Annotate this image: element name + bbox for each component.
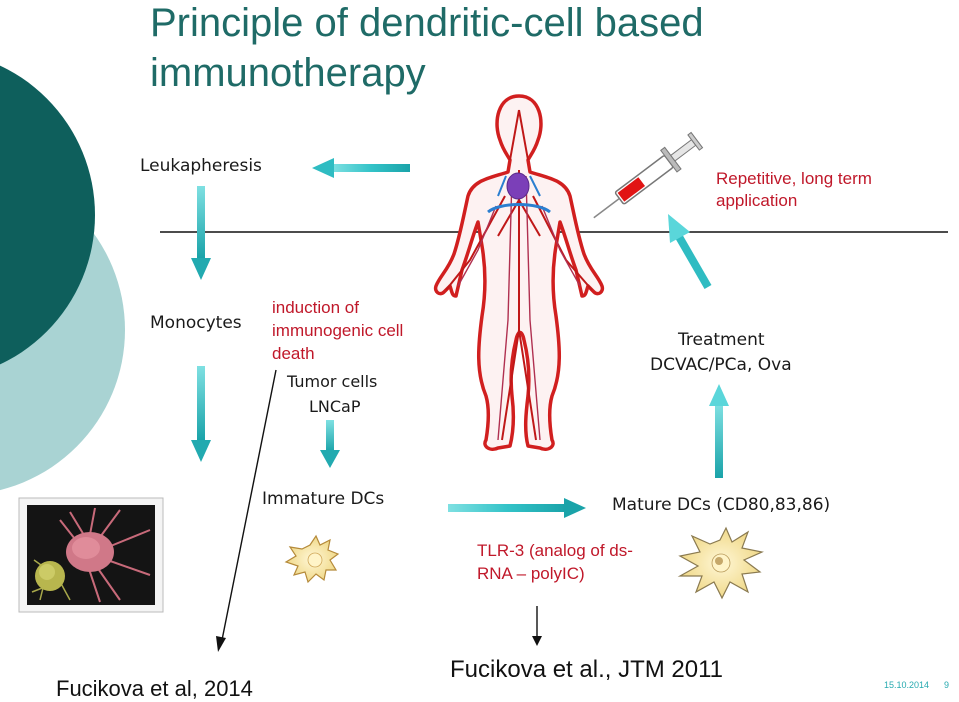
citation-left: Fucikova et al, 2014 xyxy=(56,676,253,701)
syringe-icon xyxy=(593,131,704,219)
arrow-leukapheresis-to-monocytes xyxy=(191,186,211,280)
arrow-immature-to-mature xyxy=(448,498,586,518)
arrow-to-citation-right xyxy=(532,606,542,646)
footer-date: 15.10.2014 xyxy=(884,680,930,690)
label-monocytes: Monocytes xyxy=(150,313,242,333)
arrow-to-leukapheresis xyxy=(312,158,410,178)
dendritic-cell-micrograph xyxy=(18,497,164,613)
label-leukapheresis: Leukapheresis xyxy=(140,156,262,176)
arrow-diagonal-to-syringe xyxy=(668,214,712,289)
citation-right: Fucikova et al., JTM 2011 xyxy=(450,656,723,683)
label-treatment: Treatment xyxy=(678,330,765,350)
human-circulatory-system-icon xyxy=(433,94,605,452)
arrow-to-citation-left xyxy=(216,369,277,652)
label-repetitive-application: Repetitive, long term application xyxy=(716,169,872,210)
label-tlr3: TLR-3 (analog of ds-RNA – polyIC) xyxy=(477,541,633,583)
arrow-mature-to-treatment xyxy=(709,384,729,478)
label-induction-cell-death: induction of immunogenic cell death xyxy=(272,298,404,363)
label-lncap: LNCaP xyxy=(309,397,361,416)
decorative-circles xyxy=(0,65,125,491)
footer-page-number: 9 xyxy=(944,680,950,690)
label-tumor-cells: Tumor cells xyxy=(287,372,378,391)
label-immature-dcs: Immature DCs xyxy=(262,489,385,509)
label-mature-dcs: Mature DCs (CD80,83,86) xyxy=(612,495,831,515)
page-title: Principle of dendritic-cell based immuno… xyxy=(150,1,704,95)
arrow-monocytes-to-immature xyxy=(191,366,211,462)
arrow-lncap-to-immature xyxy=(320,420,340,468)
mature-dendritic-cell-icon xyxy=(677,526,764,600)
label-dcvac: DCVAC/PCa, Ova xyxy=(650,355,792,375)
immature-dendritic-cell-icon xyxy=(284,534,340,584)
